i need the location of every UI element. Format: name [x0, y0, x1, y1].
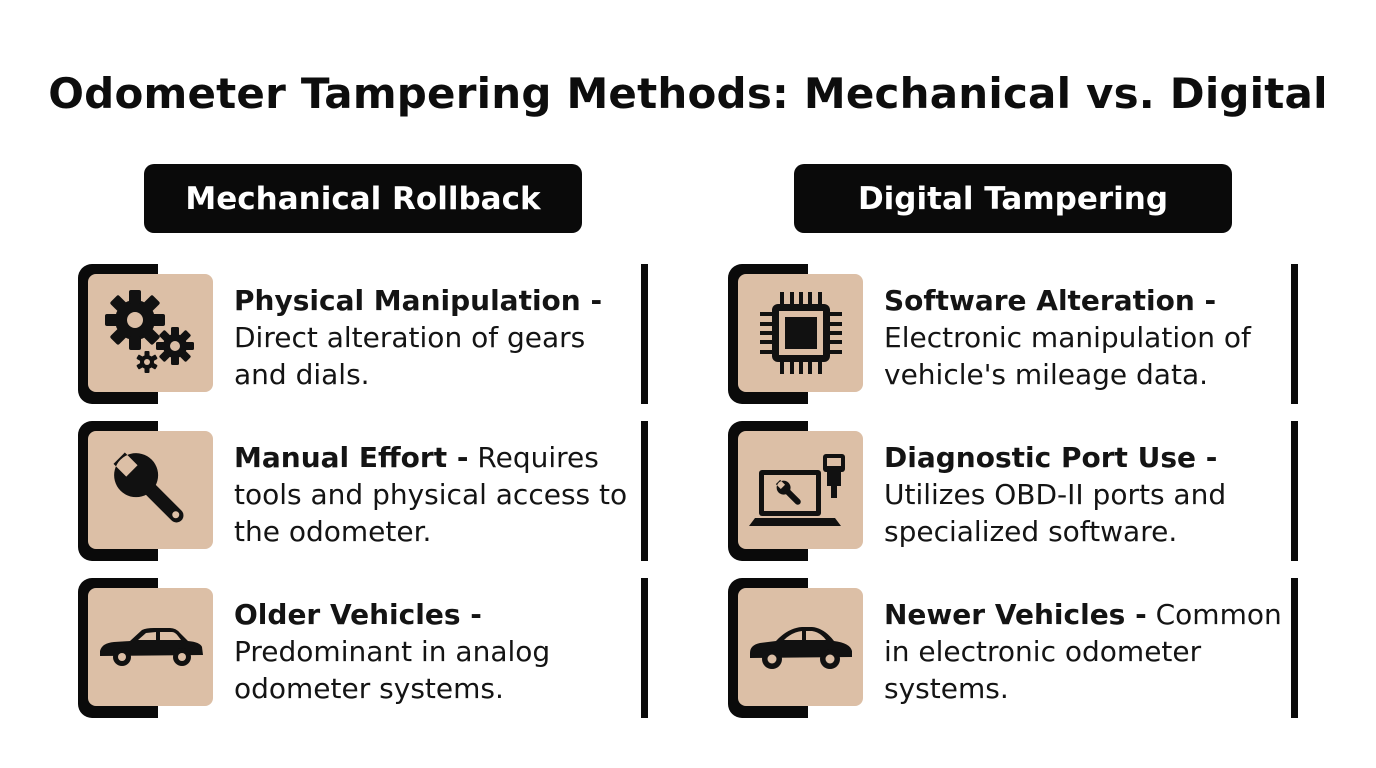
wrench-icon	[88, 431, 213, 549]
card-lead: Diagnostic Port Use -	[884, 441, 1218, 474]
card-bar	[641, 421, 648, 561]
card-lead: Software Alteration -	[884, 284, 1217, 317]
digital-header: Digital Tampering	[794, 164, 1232, 233]
card-bar	[1291, 421, 1298, 561]
card-body: Electronic manipulation of vehicle's mil…	[884, 321, 1251, 391]
card-lead: Physical Manipulation -	[234, 284, 603, 317]
card-older-vehicles: Older Vehicles - Predominant in analog o…	[78, 578, 653, 718]
card-text: Older Vehicles - Predominant in analog o…	[234, 596, 644, 707]
card-physical-manipulation: Physical Manipulation - Direct alteratio…	[78, 264, 653, 404]
card-text: Newer Vehicles - Common in electronic od…	[884, 596, 1294, 707]
card-text: Manual Effort - Requires tools and physi…	[234, 439, 644, 550]
card-body: Direct alteration of gears and dials.	[234, 321, 586, 391]
page-title: Odometer Tampering Methods: Mechanical v…	[48, 69, 1328, 118]
card-text: Diagnostic Port Use - Utilizes OBD-II po…	[884, 439, 1294, 550]
card-lead: Manual Effort -	[234, 441, 469, 474]
card-lead: Newer Vehicles -	[884, 598, 1147, 631]
card-bar	[641, 578, 648, 718]
card-bar	[641, 264, 648, 404]
mechanical-column: Mechanical Rollback	[78, 164, 653, 718]
card-diagnostic-port-use: Diagnostic Port Use - Utilizes OBD-II po…	[728, 421, 1303, 561]
card-newer-vehicles: Newer Vehicles - Common in electronic od…	[728, 578, 1303, 718]
card-body: Utilizes OBD-II ports and specialized so…	[884, 478, 1227, 548]
card-software-alteration: Software Alteration - Electronic manipul…	[728, 264, 1303, 404]
mechanical-header: Mechanical Rollback	[144, 164, 582, 233]
card-text: Physical Manipulation - Direct alteratio…	[234, 282, 644, 393]
card-body: Predominant in analog odometer systems.	[234, 635, 551, 705]
card-bar	[1291, 578, 1298, 718]
card-body: Common in electronic odometer systems.	[884, 598, 1282, 705]
card-text: Software Alteration - Electronic manipul…	[884, 282, 1294, 393]
gears-icon	[88, 274, 213, 392]
card-lead: Older Vehicles -	[234, 598, 482, 631]
card-bar	[1291, 264, 1298, 404]
laptop-diagnostic-icon	[738, 431, 863, 549]
card-body: Requires tools and physical access to th…	[234, 441, 628, 548]
card-manual-effort: Manual Effort - Requires tools and physi…	[78, 421, 653, 561]
modern-car-icon	[738, 588, 863, 706]
microchip-icon	[738, 274, 863, 392]
classic-car-icon	[88, 588, 213, 706]
